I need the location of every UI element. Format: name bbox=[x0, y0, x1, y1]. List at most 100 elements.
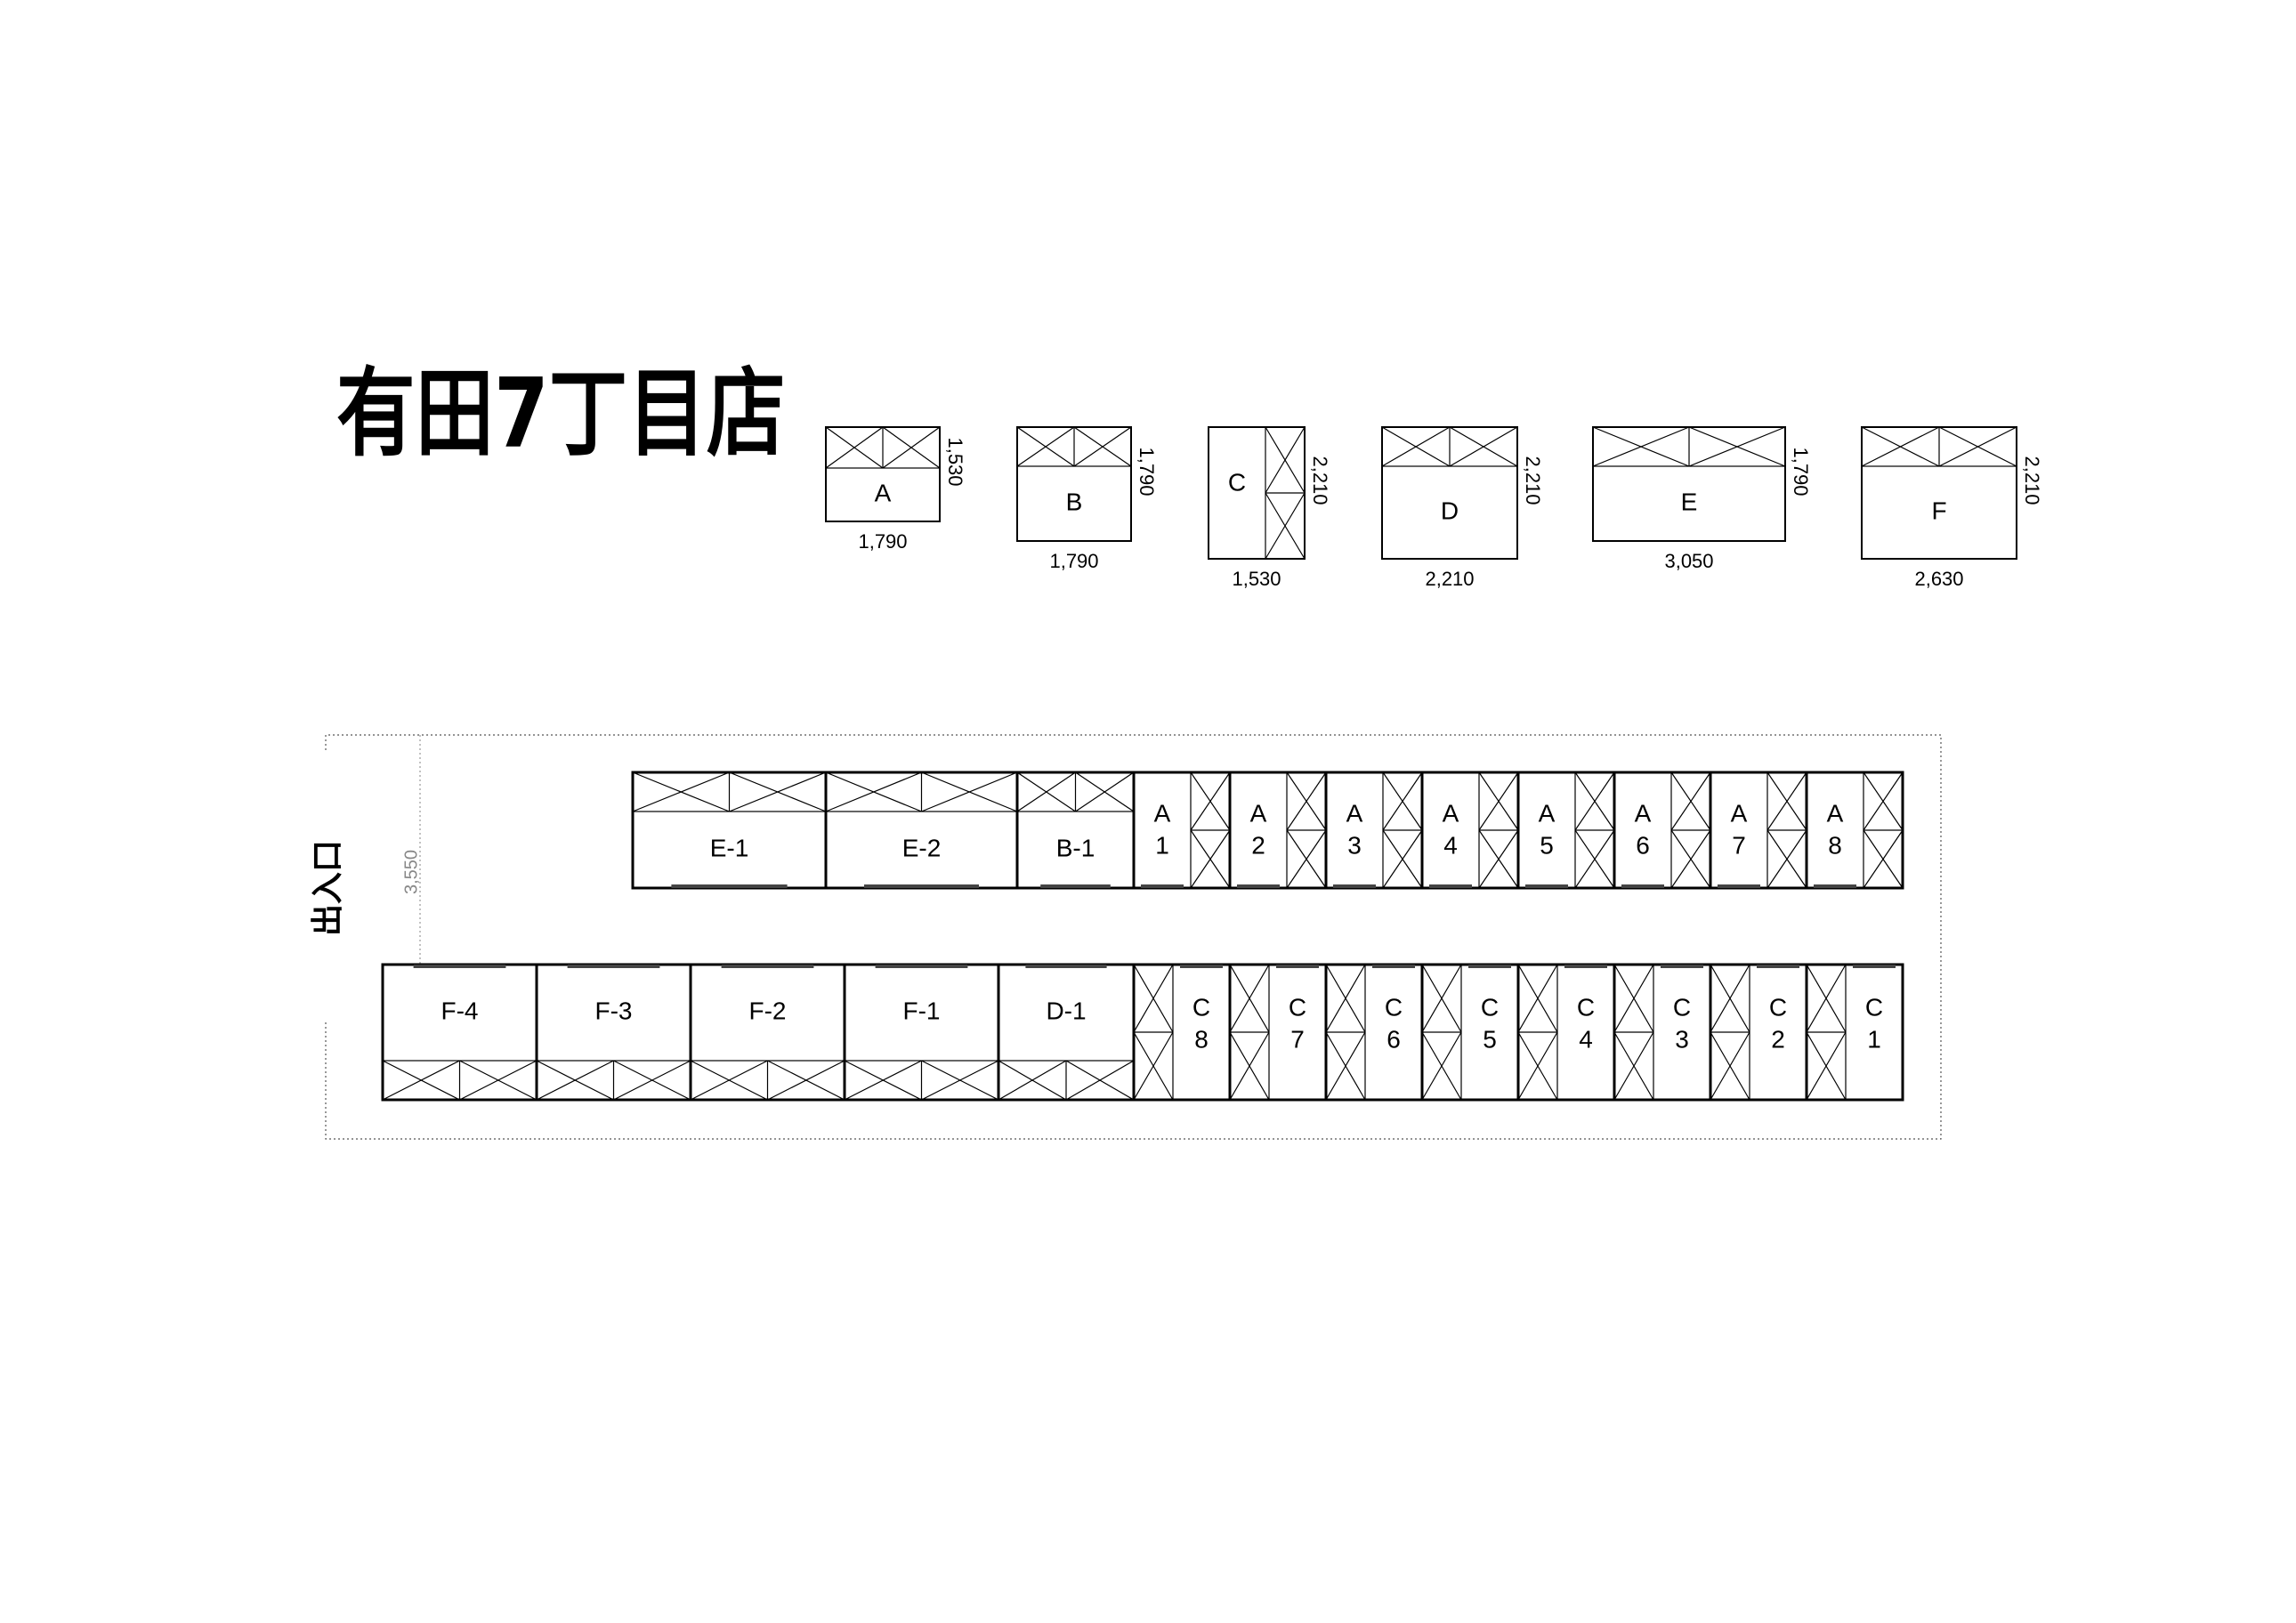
storage-unit-label: E-2 bbox=[902, 834, 942, 861]
door-cross-line bbox=[1421, 964, 1462, 1033]
legend-width-dimension: 2,630 bbox=[1914, 568, 1963, 590]
door-cross-line bbox=[1286, 771, 1327, 831]
door-cross-line bbox=[1229, 1031, 1270, 1101]
door-cross-line bbox=[690, 1060, 768, 1101]
entrance-label: 出入口 bbox=[310, 840, 346, 936]
door-cross-line bbox=[1710, 964, 1750, 1033]
door-cross-line bbox=[1688, 426, 1786, 467]
storage-unit-label-letter: A bbox=[1443, 799, 1459, 827]
storage-unit-label: B-1 bbox=[1056, 834, 1095, 861]
storage-unit-label-number: 4 bbox=[1579, 1025, 1593, 1053]
door-cross-line bbox=[1325, 1031, 1366, 1101]
door-cross-line bbox=[1710, 1031, 1750, 1101]
door-cross-line bbox=[1806, 1031, 1847, 1101]
storage-unit-label-number: 8 bbox=[1194, 1025, 1209, 1053]
storage-unit-label-number: 2 bbox=[1251, 831, 1265, 859]
storage-unit-label-number: 1 bbox=[1867, 1025, 1881, 1053]
door-cross-line bbox=[1670, 829, 1711, 889]
door-cross-line bbox=[459, 1060, 538, 1101]
door-cross-line bbox=[1766, 771, 1807, 831]
door-cross-line bbox=[536, 1060, 614, 1101]
legend-unit-label: F bbox=[1931, 497, 1946, 524]
door-cross-line bbox=[1574, 829, 1615, 889]
door-cross-line bbox=[1133, 964, 1174, 1033]
door-cross-line bbox=[921, 1060, 999, 1101]
storage-unit-label-number: 2 bbox=[1771, 1025, 1785, 1053]
storage-unit-label-number: 7 bbox=[1732, 831, 1746, 859]
storage-unit-label-letter: C bbox=[1673, 993, 1691, 1021]
door-cross-line bbox=[1382, 829, 1423, 889]
gap-dimension-label: 3,550 bbox=[401, 850, 421, 894]
door-cross-line bbox=[613, 1060, 691, 1101]
storage-unit-label: F-4 bbox=[441, 997, 479, 1024]
door-cross-line bbox=[1065, 1060, 1135, 1101]
storage-unit-label: D-1 bbox=[1046, 997, 1086, 1024]
legend-unit-label: A bbox=[875, 479, 892, 506]
legend-unit-label: C bbox=[1228, 468, 1246, 496]
legend-width-dimension: 2,210 bbox=[1425, 568, 1474, 590]
door-cross-line bbox=[1517, 964, 1558, 1033]
storage-unit-label: F-1 bbox=[903, 997, 941, 1024]
door-cross-line bbox=[1381, 426, 1451, 467]
storage-unit-label-letter: C bbox=[1481, 993, 1499, 1021]
door-cross-line bbox=[825, 771, 922, 812]
storage-unit-label: F-2 bbox=[749, 997, 787, 1024]
storage-unit-label-letter: C bbox=[1865, 993, 1883, 1021]
storage-unit-label-letter: C bbox=[1577, 993, 1595, 1021]
storage-unit-label-number: 3 bbox=[1347, 831, 1362, 859]
door-cross-line bbox=[1478, 771, 1519, 831]
storage-unit-label-letter: A bbox=[1154, 799, 1171, 827]
door-cross-line bbox=[1478, 829, 1519, 889]
storage-unit-label-letter: A bbox=[1827, 799, 1844, 827]
storage-unit-label-letter: A bbox=[1346, 799, 1363, 827]
door-cross-line bbox=[1075, 771, 1135, 812]
door-cross-line bbox=[825, 426, 884, 469]
storage-unit-label-number: 5 bbox=[1483, 1025, 1497, 1053]
door-cross-line bbox=[1574, 771, 1615, 831]
storage-unit-label-letter: A bbox=[1635, 799, 1652, 827]
storage-unit-label-number: 6 bbox=[1636, 831, 1650, 859]
door-cross-line bbox=[882, 426, 941, 469]
door-cross-line bbox=[921, 771, 1018, 812]
door-cross-line bbox=[1861, 426, 1940, 467]
storage-unit-label-number: 1 bbox=[1155, 831, 1169, 859]
door-cross-line bbox=[1286, 829, 1327, 889]
storage-unit-label-letter: A bbox=[1539, 799, 1556, 827]
legend-depth-dimension: 1,790 bbox=[1790, 447, 1812, 496]
door-cross-line bbox=[1670, 771, 1711, 831]
legend-unit-label: D bbox=[1441, 497, 1459, 524]
door-cross-line bbox=[1421, 1031, 1462, 1101]
door-cross-line bbox=[1863, 771, 1904, 831]
door-cross-line bbox=[1517, 1031, 1558, 1101]
storage-unit-label-letter: C bbox=[1192, 993, 1210, 1021]
door-cross-line bbox=[1265, 426, 1306, 494]
legend-depth-dimension: 1,530 bbox=[944, 437, 966, 486]
door-cross-line bbox=[632, 771, 730, 812]
legend-depth-dimension: 2,210 bbox=[2021, 456, 2043, 505]
door-cross-line bbox=[1073, 426, 1132, 467]
storage-unit-label-number: 3 bbox=[1675, 1025, 1689, 1053]
door-cross-line bbox=[767, 1060, 845, 1101]
door-cross-line bbox=[1449, 426, 1518, 467]
storage-unit-label-letter: A bbox=[1731, 799, 1748, 827]
door-cross-line bbox=[1133, 1031, 1174, 1101]
storage-unit-label-letter: A bbox=[1250, 799, 1267, 827]
door-cross-line bbox=[1938, 426, 2017, 467]
legend-depth-dimension: 1,790 bbox=[1136, 447, 1158, 496]
legend-depth-dimension: 2,210 bbox=[1309, 456, 1331, 505]
door-cross-line bbox=[382, 1060, 460, 1101]
door-cross-line bbox=[844, 1060, 922, 1101]
door-cross-line bbox=[1766, 829, 1807, 889]
storage-unit-label: E-1 bbox=[710, 834, 749, 861]
storage-unit-label-number: 4 bbox=[1443, 831, 1458, 859]
door-cross-line bbox=[1613, 964, 1654, 1033]
storage-unit-label-letter: C bbox=[1385, 993, 1403, 1021]
door-cross-line bbox=[1016, 426, 1075, 467]
door-cross-line bbox=[1592, 426, 1690, 467]
door-cross-line bbox=[1190, 829, 1231, 889]
door-cross-line bbox=[1229, 964, 1270, 1033]
legend-width-dimension: 3,050 bbox=[1664, 550, 1713, 572]
door-cross-line bbox=[1806, 964, 1847, 1033]
door-cross-line bbox=[1016, 771, 1076, 812]
door-cross-line bbox=[1190, 771, 1231, 831]
